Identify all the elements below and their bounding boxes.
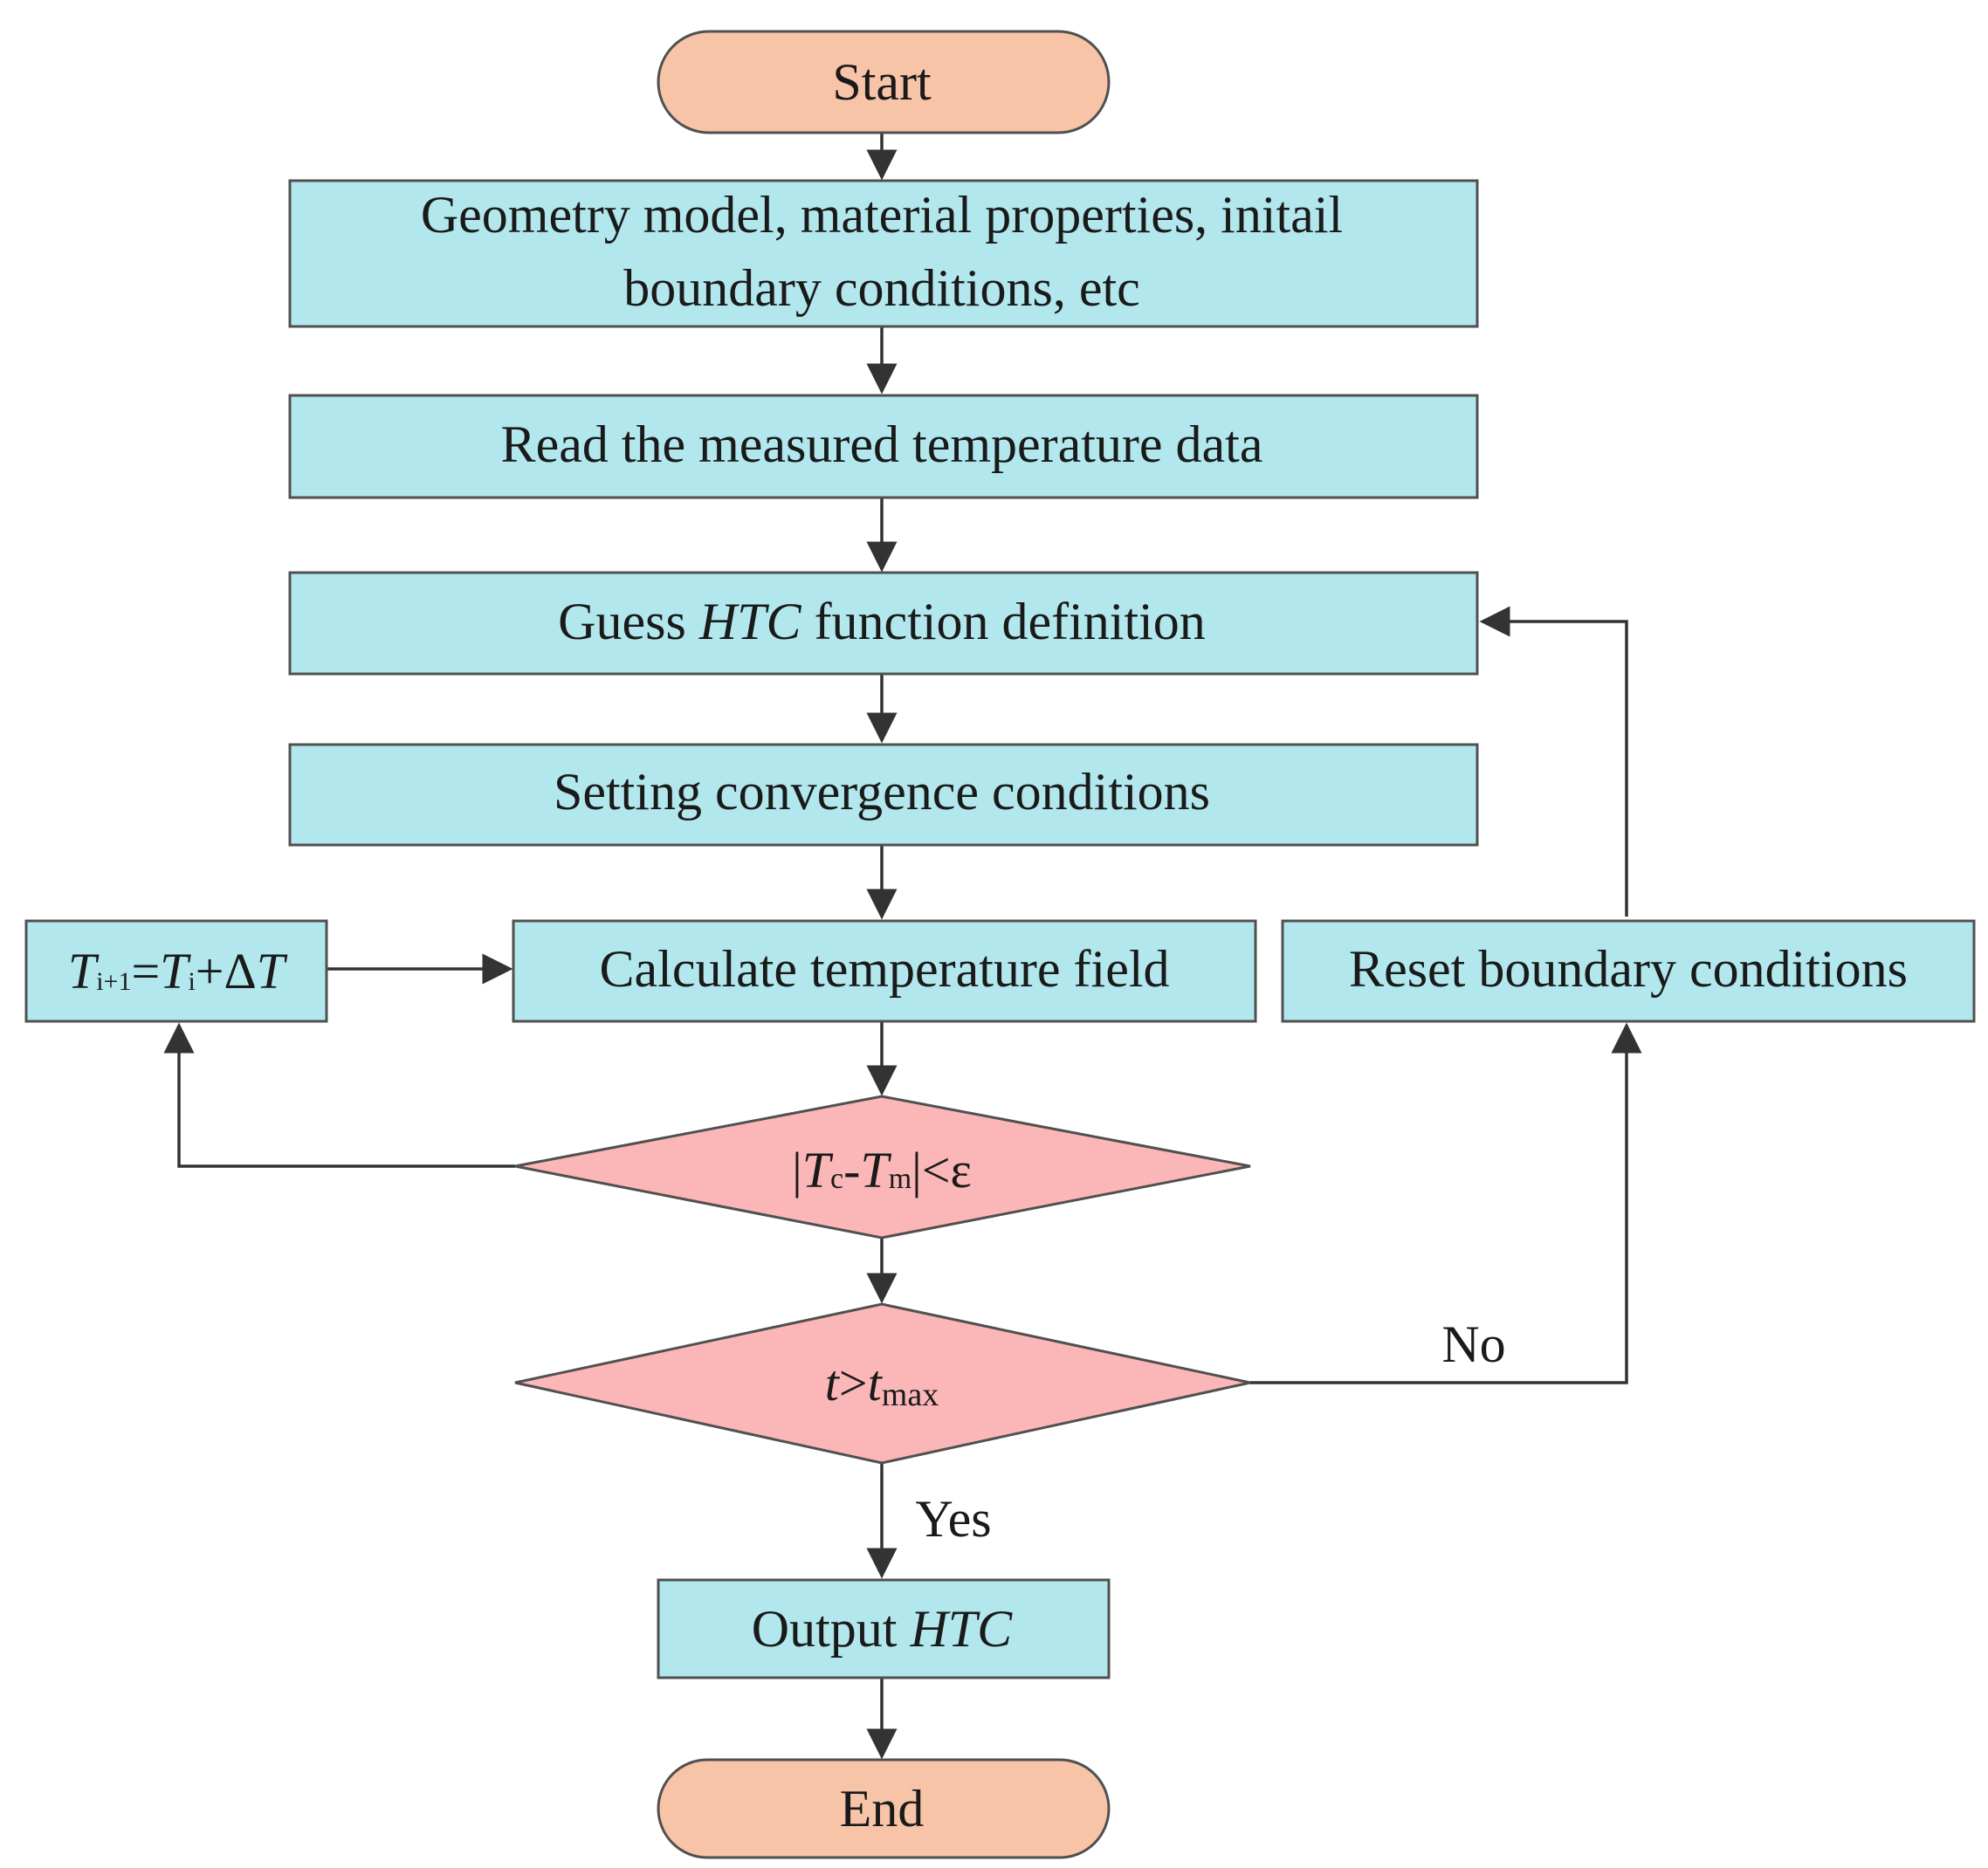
output-label: Output HTC	[752, 1600, 1013, 1658]
check2-sub-max: max	[882, 1377, 939, 1413]
step-node: Ti+1=Ti+ΔT	[24, 919, 328, 1023]
check1-rest: |<ε	[911, 1142, 972, 1198]
check2-diamond: t>tmax	[514, 1302, 1251, 1465]
step-eq: =	[131, 943, 160, 999]
start-node: Start	[657, 30, 1111, 134]
step-sub-i1: i+1	[96, 967, 131, 996]
end-label: End	[840, 1780, 925, 1837]
check2-gt: >	[839, 1355, 868, 1411]
start-label: Start	[832, 53, 932, 111]
converge-label: Setting convergence conditions	[554, 763, 1210, 821]
step-t3: T	[257, 943, 288, 999]
calc-node: Calculate temperature field	[512, 919, 1257, 1023]
input-node: Geometry model, material properties, ini…	[288, 179, 1479, 328]
reset-node: Reset boundary conditions	[1281, 919, 1976, 1023]
converge-node: Setting convergence conditions	[288, 743, 1479, 847]
step-t1: T	[68, 943, 100, 999]
edge-label-yes: Yes	[915, 1490, 991, 1548]
edge-reset-to-guess	[1479, 606, 1628, 917]
output-label-htc: HTC	[909, 1600, 1013, 1658]
input-label-line1: Geometry model, material properties, ini…	[421, 186, 1343, 244]
guess-node: Guess HTC function definition	[288, 571, 1479, 676]
check1-diamond: |Tc-Tm|<ε	[514, 1095, 1251, 1240]
read-label: Read the measured temperature data	[501, 415, 1263, 473]
guess-label-htc: HTC	[698, 593, 802, 650]
edge-check1-to-step	[163, 1022, 515, 1168]
check1-t1: T	[802, 1142, 834, 1198]
read-node: Read the measured temperature data	[288, 394, 1479, 499]
guess-label: Guess HTC function definition	[558, 593, 1206, 650]
check1-dash: -	[843, 1142, 860, 1198]
edge-label-no: No	[1441, 1315, 1505, 1373]
check2-label: t>tmax	[825, 1355, 939, 1414]
step-sub-i: i	[188, 967, 195, 996]
check1-sub-c: c	[830, 1163, 843, 1195]
edge-check2-to-reset	[1250, 1022, 1642, 1384]
input-label-line2: boundary conditions, etc	[623, 259, 1140, 317]
check1-sub-m: m	[889, 1163, 911, 1195]
output-node: Output HTC	[657, 1578, 1111, 1679]
output-label-pre: Output	[752, 1600, 911, 1658]
check1-t2: T	[860, 1142, 891, 1198]
check1-bar: |	[792, 1142, 802, 1198]
end-node: End	[657, 1758, 1111, 1859]
check2-t1: t	[825, 1355, 841, 1411]
step-label: Ti+1=Ti+ΔT	[68, 943, 288, 999]
check2-t2: t	[868, 1355, 884, 1411]
guess-label-pre: Guess	[558, 593, 699, 650]
check1-label: |Tc-Tm|<ε	[792, 1142, 972, 1198]
guess-label-post: function definition	[801, 593, 1206, 650]
reset-label: Reset boundary conditions	[1349, 940, 1908, 998]
calc-label: Calculate temperature field	[600, 940, 1170, 998]
edges	[163, 133, 1642, 1760]
step-t2: T	[160, 943, 191, 999]
step-plus-delta: +Δ	[196, 943, 257, 999]
